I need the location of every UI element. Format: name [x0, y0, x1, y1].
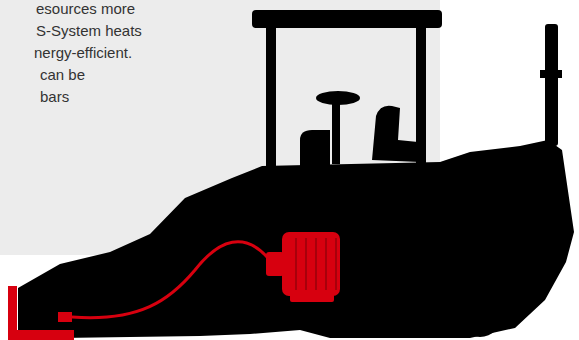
- motor-fin: [295, 238, 297, 290]
- description-text: esources more: [36, 0, 135, 18]
- description-text: S-System heats: [36, 22, 142, 40]
- motor-fin: [335, 238, 337, 290]
- description-text: nergy-efficient.: [34, 44, 132, 62]
- power-cable: [72, 242, 268, 318]
- description-text: bars: [40, 88, 69, 106]
- description-text: can be: [40, 66, 85, 84]
- motor-fin: [325, 238, 327, 290]
- heating-system: [8, 232, 340, 340]
- motor-fin: [315, 238, 317, 290]
- motor-fin: [305, 238, 307, 290]
- screed-bar: [8, 330, 74, 340]
- paver-silhouette: [18, 10, 574, 338]
- connector-plug: [58, 312, 72, 322]
- generator-motor: [282, 232, 340, 296]
- motor-fins: [296, 238, 336, 290]
